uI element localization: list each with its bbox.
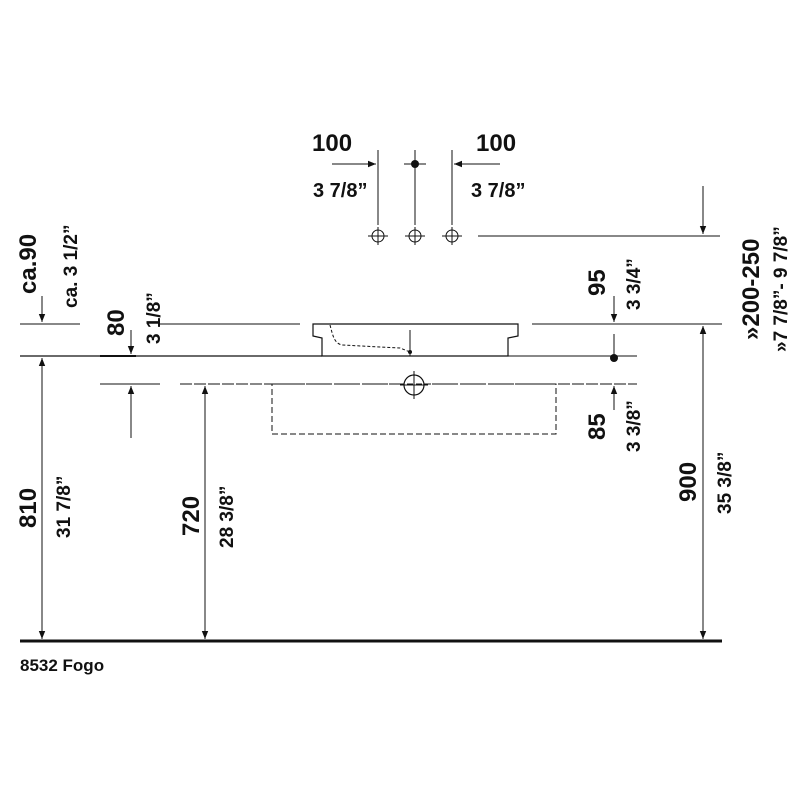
tap-height-mm: »200-250 xyxy=(738,239,765,340)
tap-height-inch: »7 7/8”- 9 7/8” xyxy=(771,226,792,352)
d810-inch: 31 7/8” xyxy=(54,476,75,538)
hidden-cabinet-outline xyxy=(271,383,557,435)
tap-right-mm: 100 xyxy=(476,130,516,157)
d95-dimension xyxy=(610,296,618,362)
d720-inch: 28 3/8” xyxy=(217,486,238,548)
tap-left-inch: 3 7/8” xyxy=(313,180,367,202)
d720-mm: 720 xyxy=(178,496,205,536)
tap-right-inch: 3 7/8” xyxy=(471,180,525,202)
basin xyxy=(312,323,519,357)
drain-outlet xyxy=(400,371,428,399)
d85-mm: 85 xyxy=(584,413,611,440)
tap-holes xyxy=(368,227,720,245)
product-caption: 8532 Fogo xyxy=(20,656,105,675)
tap-spacing-dimensions xyxy=(332,150,500,225)
d95-mm: 95 xyxy=(584,269,611,296)
d80-inch: 3 1/8” xyxy=(144,292,165,344)
tap-left-mm: 100 xyxy=(312,130,352,157)
d810-mm: 810 xyxy=(15,488,42,528)
d900-mm: 900 xyxy=(675,462,702,502)
d95-inch: 3 3/4” xyxy=(624,258,645,310)
ca90-inch: ca. 3 1/2” xyxy=(61,225,82,308)
ca90-dimension xyxy=(20,296,80,325)
d85-inch: 3 3/8” xyxy=(624,400,645,452)
d900-inch: 35 3/8” xyxy=(715,452,736,514)
d80-mm: 80 xyxy=(103,309,130,336)
ca90-mm: ca.90 xyxy=(15,234,42,294)
